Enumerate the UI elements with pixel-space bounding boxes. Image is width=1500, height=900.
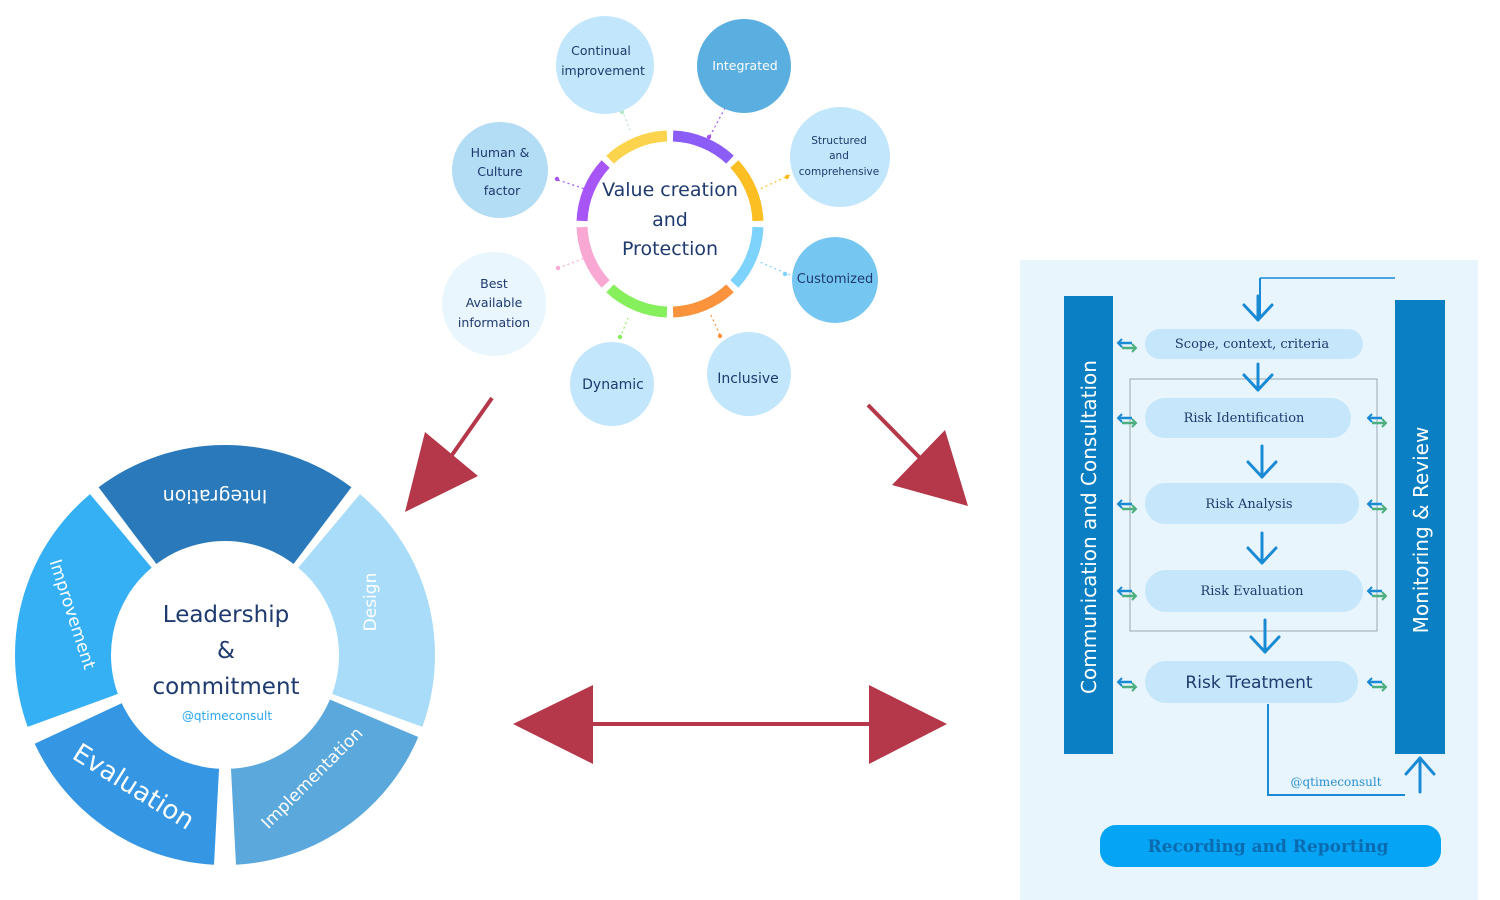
communication-consultation-label: Communication and Consultation <box>1077 360 1101 694</box>
bubble-customized-label: Customized <box>797 272 874 287</box>
bubble-continual-improvement: Continual improvement <box>556 16 654 114</box>
exchange-arrows-icon <box>1366 677 1388 692</box>
bubble-structured: Structured and comprehensive <box>790 107 890 207</box>
segment-design-label: Design <box>361 573 381 632</box>
ring-segment <box>672 284 734 318</box>
bubble-human-line-1: Human & <box>471 145 530 160</box>
exchange-arrows-icon <box>1116 499 1138 514</box>
bubble-continual-line-1: Continual <box>571 43 631 58</box>
segment-implementation <box>230 698 419 865</box>
bubble-human-line-2: Culture <box>477 164 523 179</box>
down-arrow-icon <box>1246 531 1278 565</box>
down-arrow-icon <box>1249 618 1281 654</box>
segment-evaluation <box>34 702 220 865</box>
bubble-best-line-1: Best <box>480 276 508 291</box>
principles-diagram: Value creation and Protection Continual … <box>442 16 890 426</box>
principles-center-line-2: and <box>652 209 688 231</box>
principles-center-line-3: Protection <box>622 238 718 260</box>
bubble-best-available-information: Best Available information <box>442 252 546 356</box>
framework-center-line-1: Leadership <box>163 602 289 628</box>
double-arrow <box>513 685 947 764</box>
ring-segment <box>672 130 734 164</box>
bubble-integrated: Integrated <box>697 19 791 113</box>
ring-segment <box>730 160 764 222</box>
principles-ring <box>576 130 764 318</box>
process-handle: @qtimeconsult <box>1290 775 1381 789</box>
step-identification-label: Risk Identification <box>1184 411 1305 426</box>
connector-arrows <box>405 396 968 764</box>
bubble-inclusive: Inclusive <box>707 332 791 416</box>
exchange-arrows-icon <box>1116 338 1138 353</box>
framework-handle: @qtimeconsult <box>182 709 272 723</box>
bubble-integrated-label: Integrated <box>712 58 777 73</box>
exchange-arrows-icon <box>1366 499 1388 514</box>
ring-segment <box>576 226 610 288</box>
exchange-arrows-icon <box>1116 413 1138 428</box>
down-arrow-icon <box>1242 362 1274 392</box>
up-arrow-icon <box>1404 756 1436 794</box>
step-treatment-label: Risk Treatment <box>1185 673 1312 693</box>
ring-segment <box>730 226 764 288</box>
step-analysis-label: Risk Analysis <box>1205 497 1292 512</box>
bubble-dynamic: Dynamic <box>570 342 654 426</box>
down-arrow-icon <box>1246 444 1278 479</box>
exchange-arrows-icon <box>1366 413 1388 428</box>
bubble-human-culture-factor: Human & Culture factor <box>452 122 548 218</box>
step-evaluation-label: Risk Evaluation <box>1200 584 1304 599</box>
bubble-customized: Customized <box>792 237 878 323</box>
ring-segment <box>606 130 668 164</box>
segment-improvement <box>14 494 154 727</box>
segment-integration <box>98 444 352 566</box>
segment-integration-label: Integration <box>163 485 268 507</box>
exchange-arrows-icon <box>1366 586 1388 601</box>
bubble-best-line-3: information <box>458 315 530 330</box>
framework-diagram: Leadership & commitment @qtimeconsult In… <box>14 444 436 865</box>
framework-center-line-3: commitment <box>152 674 299 700</box>
segment-design <box>296 494 436 727</box>
bubble-human-line-3: factor <box>484 183 521 198</box>
bubble-best-line-2: Available <box>466 295 523 310</box>
process-panel: Communication and Consultation Monitorin… <box>1020 260 1478 900</box>
exchange-arrows-icon <box>1116 586 1138 601</box>
down-arrow-icon <box>1242 294 1274 322</box>
bubble-continual-line-2: improvement <box>561 63 645 78</box>
framework-center-line-2: & <box>217 638 235 664</box>
recording-reporting-label: Recording and Reporting <box>1148 837 1389 857</box>
ring-segment <box>576 160 610 222</box>
step-scope-label: Scope, context, criteria <box>1175 337 1329 352</box>
bubble-inclusive-label: Inclusive <box>717 371 779 387</box>
arrow-to-process <box>866 403 968 506</box>
ring-segment <box>606 284 668 318</box>
bubble-structured-line-1: Structured <box>811 135 867 147</box>
monitoring-review-label: Monitoring & Review <box>1409 427 1433 634</box>
bubble-structured-line-2: and <box>829 150 849 162</box>
principles-center-line-1: Value creation <box>602 179 738 201</box>
bubble-dynamic-label: Dynamic <box>582 377 644 393</box>
exchange-arrows-icon <box>1116 677 1138 692</box>
bubble-structured-line-3: comprehensive <box>799 166 879 178</box>
arrow-to-framework <box>405 396 494 512</box>
